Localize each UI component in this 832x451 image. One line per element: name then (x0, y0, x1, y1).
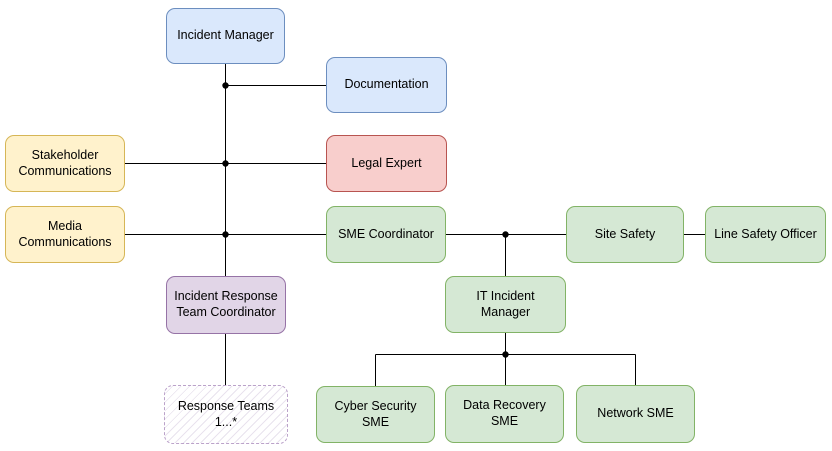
node-label: Stakeholder Communications (18, 147, 112, 178)
node-label: Legal Expert (351, 155, 422, 170)
node-stakeholder-communications: Stakeholder Communications (5, 135, 125, 192)
node-it-incident-manager: IT Incident Manager (445, 276, 566, 333)
node-label: IT Incident Manager (476, 288, 535, 319)
node-line-safety-officer: Line Safety Officer (705, 206, 826, 263)
node-network-sme: Network SME (576, 385, 695, 443)
node-cyber-security-sme: Cyber Security SME (316, 386, 435, 443)
node-label: Media Communications (18, 218, 112, 249)
junction-dot (502, 231, 509, 238)
junction-dot (502, 351, 509, 358)
node-label: Site Safety (594, 226, 656, 241)
node-label: Response Teams 1...* (177, 398, 275, 429)
node-label: Documentation (344, 77, 429, 92)
junction-dot (222, 160, 229, 167)
node-data-recovery-sme: Data Recovery SME (445, 385, 564, 443)
node-media-communications: Media Communications (5, 206, 125, 263)
node-incident-response-team-coordinator: Incident Response Team Coordinator (166, 276, 286, 334)
node-legal-expert: Legal Expert (326, 135, 447, 192)
junction-dot (222, 82, 229, 89)
junction-dot (222, 231, 229, 238)
node-documentation: Documentation (326, 57, 447, 113)
node-label: Incident Response Team Coordinator (174, 289, 278, 319)
node-label: Incident Manager (177, 28, 274, 43)
node-sme-coordinator: SME Coordinator (326, 206, 446, 263)
junction-dot-group (222, 82, 509, 358)
node-label: Cyber Security SME (334, 398, 417, 429)
node-label: Line Safety Officer (714, 226, 817, 241)
node-incident-manager: Incident Manager (166, 8, 285, 64)
node-label: Network SME (597, 406, 674, 421)
node-label: SME Coordinator (338, 226, 434, 241)
node-response-teams: Response Teams 1...* (164, 385, 288, 444)
node-site-safety: Site Safety (566, 206, 684, 263)
node-label: Data Recovery SME (463, 398, 546, 428)
